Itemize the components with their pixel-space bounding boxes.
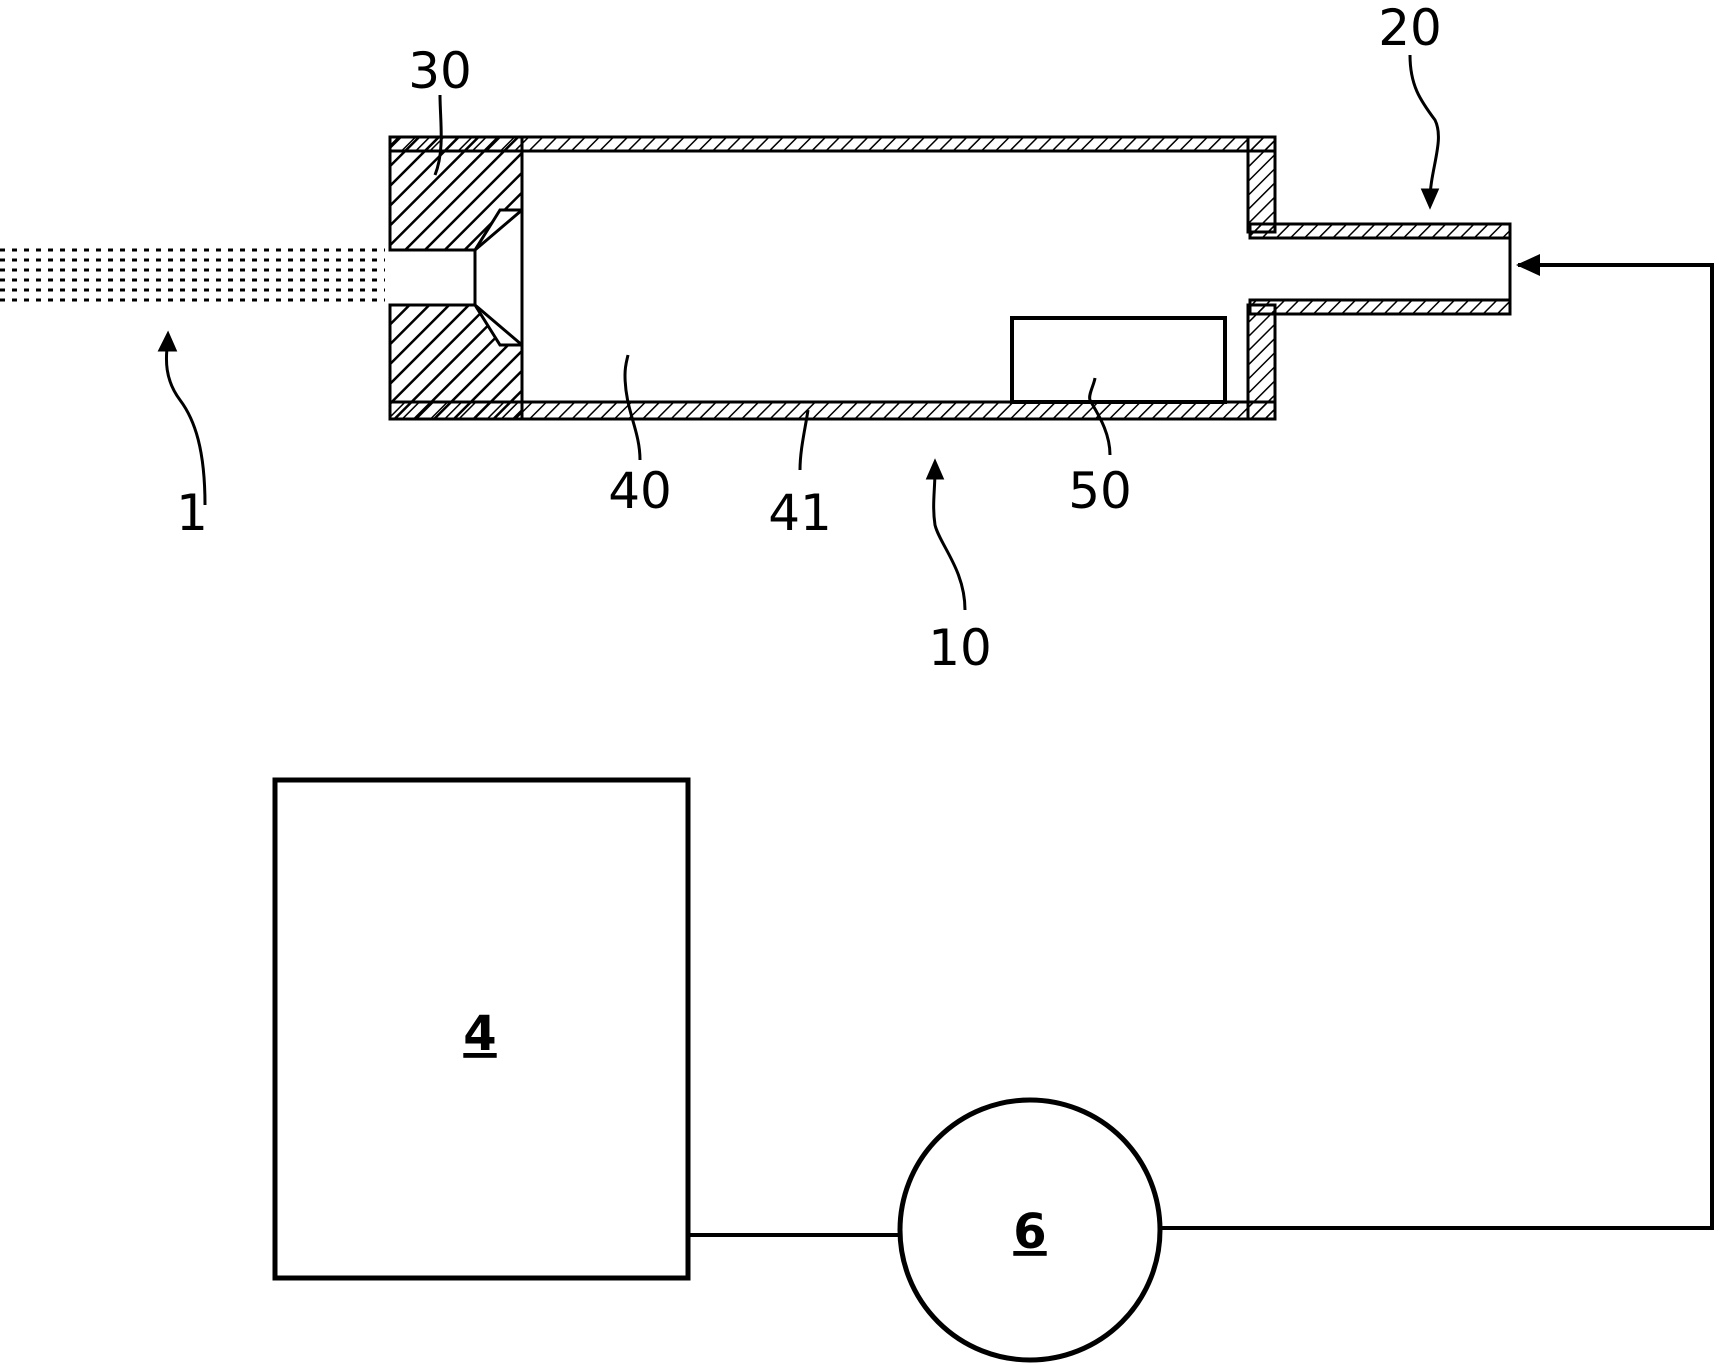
fiber-bundle [0,248,385,302]
component-block [1010,316,1227,404]
device-housing [388,135,1277,421]
unit-6-circle [897,1097,1163,1363]
label-unit-4: 4 [463,1006,496,1062]
connection-line [688,254,1714,1237]
unit-4-box [272,777,691,1281]
label-unit-6: 6 [1013,1204,1046,1260]
label-inlet-block: 30 [408,42,472,100]
label-chamber-wall: 41 [768,484,832,542]
label-component-block: 50 [1068,462,1132,520]
inlet-block [388,135,524,421]
outlet-tube [1248,222,1512,316]
label-device-housing: 10 [928,619,992,677]
leader-lines [157,54,1440,611]
label-outlet-tube: 20 [1378,0,1442,57]
label-fiber: 1 [176,484,208,542]
label-chamber: 40 [608,462,672,520]
